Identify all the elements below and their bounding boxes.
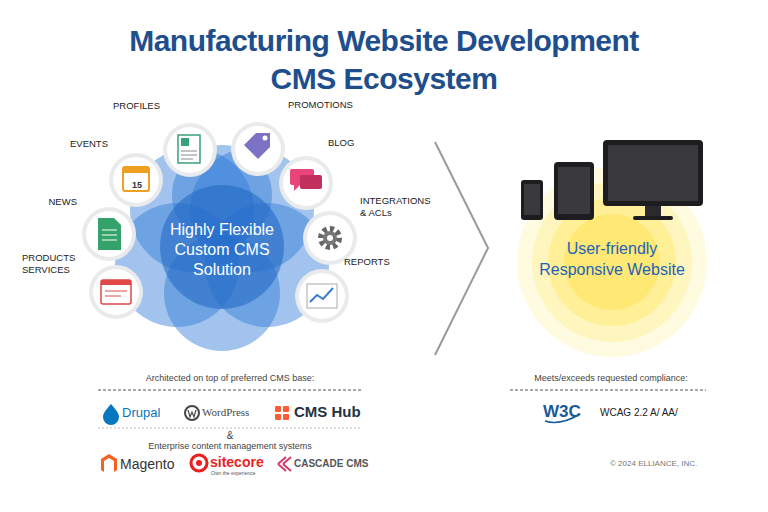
title: Manufacturing Website Development CMS Ec…	[104, 22, 664, 98]
ampersand: &	[220, 430, 240, 441]
logo-text: WordPress	[202, 406, 249, 418]
feature-label: BLOG	[328, 137, 354, 149]
divider	[98, 428, 362, 429]
divider	[98, 390, 362, 391]
feature-icon	[88, 264, 144, 320]
sitecore-logo	[191, 455, 207, 471]
events-date: 15	[130, 180, 144, 190]
sitecore-logo	[196, 460, 202, 466]
drupal-logo	[103, 404, 119, 425]
compliance-text: WCAG 2.2 A/ AA/	[600, 407, 678, 418]
logo-text: CASCADE CMS	[294, 458, 368, 469]
wordpress-logo	[188, 410, 196, 417]
w3c-logo: W3C	[543, 402, 581, 422]
section-note: Architected on top of preferred CMS base…	[80, 373, 380, 383]
feature-label: REPORTS	[344, 256, 390, 268]
feature-circle: PROFILES	[162, 122, 218, 178]
node-text: User-friendly Responsive Website	[532, 238, 692, 280]
feature-circle: REPORTS	[294, 268, 350, 324]
logo-tagline: Own the experience	[211, 470, 255, 476]
magento-logo	[101, 454, 117, 472]
feature-label: EVENTS	[70, 138, 108, 150]
logo-text: CMS Hub	[294, 403, 361, 420]
node-text: Highly Flexible Custom CMS Solution	[152, 220, 292, 280]
feature-circle: NEWS	[81, 206, 137, 262]
website-circle: User-friendly Responsive Website	[505, 130, 720, 362]
divider	[510, 390, 706, 391]
chevron	[435, 142, 488, 355]
feature-label: PRODUCTS SERVICES	[22, 252, 84, 276]
feature-circle: PROMOTIONS	[230, 121, 286, 177]
cmshub-logo	[275, 406, 289, 420]
feature-icon	[278, 155, 334, 211]
logo-text: Magento	[120, 456, 174, 472]
feature-icon	[81, 206, 137, 262]
logo-text: sitecore	[210, 454, 264, 470]
feature-icon	[230, 121, 286, 177]
wordpress-logo	[185, 406, 199, 420]
feature-circle: BLOG	[278, 155, 334, 211]
section-note: Meets/exceeds requested compliance:	[500, 373, 722, 383]
feature-icon	[294, 268, 350, 324]
copyright: © 2024 ELLIANCE, INC.	[610, 459, 697, 468]
feature-icon	[162, 122, 218, 178]
cascade-logo	[278, 457, 291, 471]
feature-label: PROFILES	[113, 100, 160, 112]
section-note: Enterprise content management systems	[80, 441, 380, 451]
feature-circle: PRODUCTS SERVICES	[88, 264, 144, 320]
feature-label: PROMOTIONS	[288, 99, 353, 111]
feature-label: NEWS	[49, 196, 78, 208]
feature-label: INTEGRATIONS & ACLs	[360, 195, 424, 219]
logo-text: Drupal	[122, 405, 160, 420]
